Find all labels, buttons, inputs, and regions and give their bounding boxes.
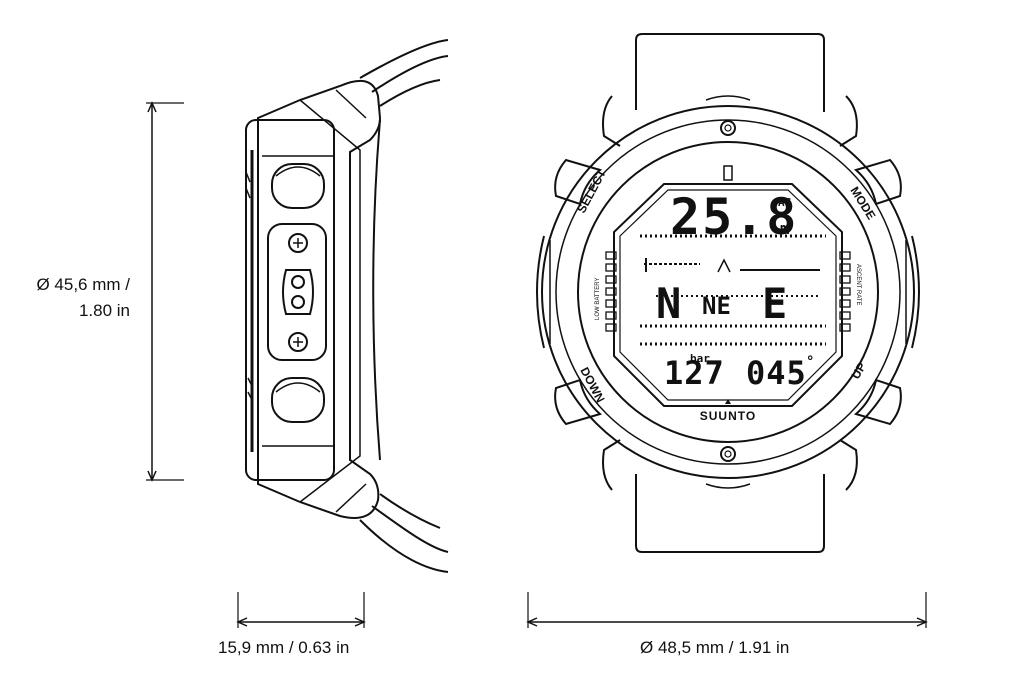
brand-logo-text: SUUNTO [700,409,756,423]
label-ascent-rate: ASCENT RATE [855,264,861,305]
pressure-unit: bar [690,352,710,365]
thickness-dimension-label: 15,9 mm / 0.63 in [218,638,350,657]
button-mode [853,158,902,206]
heading-unit: ° [806,354,814,370]
compass-e: E [762,279,787,328]
compass-n: N [656,279,681,328]
depth-unit: m [780,219,790,238]
button-up [853,378,902,426]
label-low-battery: LOW BATTERY [595,278,601,320]
depth-flag: AC [778,196,791,209]
diameter-dimension-label: Ø 48,5 mm / 1.91 in [640,638,790,657]
height-dimension-mm: Ø 45,6 mm / [36,275,130,294]
compass-ne: NE [702,292,731,320]
brand-marker-icon [725,399,731,404]
depth-readout: 25.8 [670,188,798,246]
height-dimension-line [146,101,184,482]
button-down [554,378,603,426]
heading-readout: 045 [746,354,807,392]
height-dimension-label: Ø 45,6 mm / 1.80 in [36,272,130,324]
height-dimension-in: 1.80 in [78,301,130,320]
thickness-dimension-line [236,592,366,628]
label-mode: MODE [847,184,878,222]
pressure-readout: 127 [664,354,725,392]
front-view [536,33,920,553]
button-select [554,158,603,206]
diameter-dimension-line [526,592,928,628]
side-view [245,39,449,573]
